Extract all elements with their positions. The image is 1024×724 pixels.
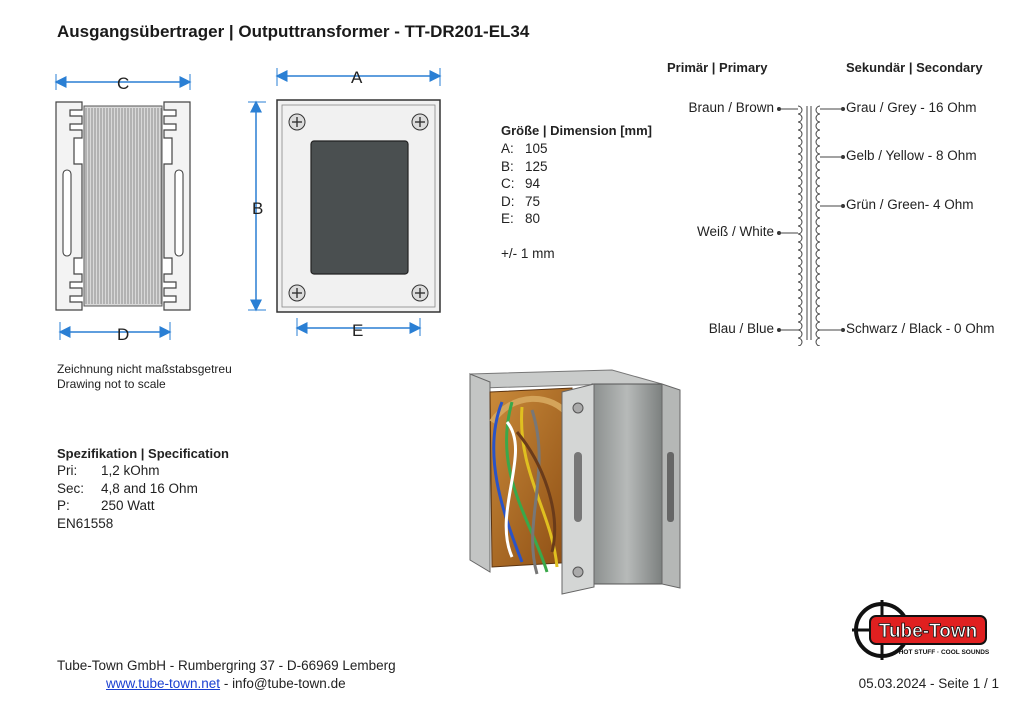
primary-wire-label: Braun / Brown xyxy=(688,100,774,115)
primary-heading: Primär | Primary xyxy=(667,60,768,75)
dimension-row: A:105 xyxy=(501,141,548,156)
dimension-c-label: C xyxy=(117,74,130,93)
secondary-wire-label: Schwarz / Black - 0 Ohm xyxy=(846,321,995,336)
dimension-row: E:80 xyxy=(501,211,541,226)
secondary-wire-label: Grau / Grey - 16 Ohm xyxy=(846,100,977,115)
footer-contact: www.tube-town.net - info@tube-town.de xyxy=(106,676,346,691)
side-view-drawing xyxy=(54,74,192,340)
transformer-schematic xyxy=(777,105,845,346)
page-title: Ausgangsübertrager | Outputtransformer -… xyxy=(57,22,530,41)
secondary-wire-label: Gelb / Yellow - 8 Ohm xyxy=(846,148,977,163)
transformer-product-image xyxy=(468,369,681,595)
footer-company: Tube-Town GmbH - Rumbergring 37 - D-6696… xyxy=(57,658,396,673)
secondary-heading: Sekundär | Secondary xyxy=(846,60,983,75)
dimension-d-label: D xyxy=(117,325,130,344)
email-text: info@tube-town.de xyxy=(232,676,346,691)
tube-town-logo: Tube-Town HOT STUFF · COOL SOUNDS xyxy=(852,600,990,660)
dimension-row: B:125 xyxy=(501,158,548,174)
logo-tagline: HOT STUFF · COOL SOUNDS xyxy=(899,649,990,656)
dimension-e-label: E xyxy=(352,321,364,340)
logo-crosshair-icon: Tube-Town HOT STUFF · COOL SOUNDS xyxy=(852,600,990,660)
dimension-a-label: A xyxy=(351,68,363,87)
dimension-table: Größe | Dimension [mm] A:105 B:125 C:94 … xyxy=(501,123,652,262)
primary-wire-label: Weiß / White xyxy=(696,224,774,239)
tolerance-text: +/- 1 mm xyxy=(501,245,555,261)
footer-date-page: 05.03.2024 - Seite 1 / 1 xyxy=(858,676,999,691)
dimension-row: C:94 xyxy=(501,176,541,191)
logo-wordmark: Tube-Town xyxy=(879,621,978,642)
spec-row: Sec:4,8 and 16 Ohm xyxy=(57,480,198,496)
front-view-drawing xyxy=(248,68,442,336)
spec-standard: EN61558 xyxy=(57,515,114,531)
dimension-b-label: B xyxy=(252,199,264,218)
specification-block: Spezifikation | Specification Pri:1,2 kO… xyxy=(57,446,229,532)
specification-heading: Spezifikation | Specification xyxy=(57,446,229,461)
website-link[interactable]: www.tube-town.net xyxy=(106,676,221,691)
dimension-row: D:75 xyxy=(501,193,541,209)
dimension-heading: Größe | Dimension [mm] xyxy=(501,123,652,138)
drawing-note: Zeichnung nicht maßstabsgetreu Drawing n… xyxy=(57,362,232,391)
primary-wire-label: Blau / Blue xyxy=(708,321,774,336)
spec-row: Pri:1,2 kOhm xyxy=(57,463,160,478)
secondary-wire-label: Grün / Green- 4 Ohm xyxy=(846,197,974,212)
spec-row: P:250 Watt xyxy=(57,498,155,513)
